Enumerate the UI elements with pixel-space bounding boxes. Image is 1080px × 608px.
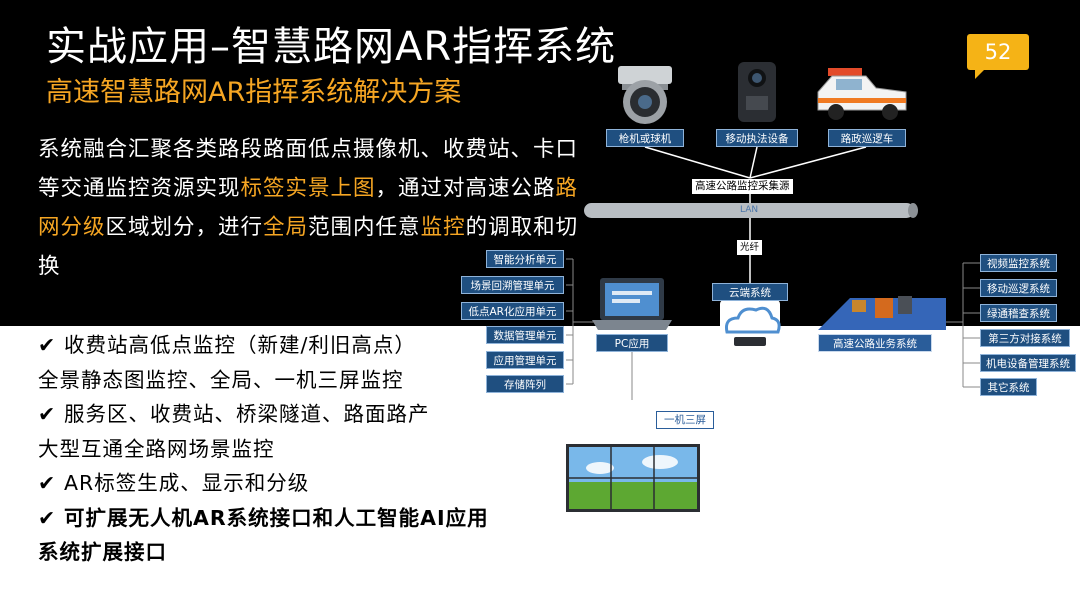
- check-icon: ✔: [38, 505, 57, 530]
- feature-4-line-2: 系统扩展接口: [38, 540, 167, 564]
- page-subtitle: 高速智慧路网AR指挥系统解决方案: [46, 77, 462, 108]
- dome-camera-icon: [618, 66, 672, 124]
- device-label-patrol-car: 路政巡逻车: [828, 129, 906, 147]
- feature-item-4-cont: 系统扩展接口: [38, 535, 578, 570]
- feature-item-1-cont: 全景静态图监控、全局、一机三屏监控: [38, 363, 578, 398]
- intro-text-1: 系统融合汇聚各类路段路面低点摄像机、收费站、卡口等交通监控资源实现: [38, 137, 579, 201]
- intro-highlight-2: 路网分级: [38, 176, 579, 240]
- feature-item-4: ✔ 可扩展无人机AR系统接口和人工智能AI应用: [38, 501, 578, 536]
- system-other: 其它系统: [980, 378, 1037, 396]
- check-icon: ✔: [38, 471, 57, 495]
- lan-bus: [584, 203, 918, 218]
- feature-item-3: ✔ AR标签生成、显示和分级: [38, 466, 578, 501]
- system-third-party: 第三方对接系统: [980, 329, 1070, 347]
- pc-unit-ar-app: 低点AR化应用单元: [461, 302, 564, 320]
- business-scene-icon: [818, 296, 946, 330]
- fiber-label: 光纤: [737, 240, 763, 255]
- pc-unit-scene-replay: 场景回溯管理单元: [461, 276, 564, 294]
- intro-highlight-3: 全局: [263, 215, 309, 240]
- pc-unit-app-management: 应用管理单元: [486, 351, 564, 369]
- feature-item-2-cont: 大型互通全路网场景监控: [38, 432, 578, 467]
- feature-2-line-1: 服务区、收费站、桥梁隧道、路面路产: [64, 402, 430, 426]
- feature-4-line-1: 可扩展无人机AR系统接口和人工智能AI应用: [64, 505, 489, 530]
- patrol-car-icon: [817, 68, 907, 120]
- body-camera-icon: [738, 62, 776, 122]
- system-green-channel: 绿通稽查系统: [980, 304, 1057, 322]
- lan-label: LAN: [740, 205, 759, 215]
- check-icon: ✔: [38, 402, 57, 426]
- feature-list: ✔ 收费站高低点监控（新建/利旧高点） 全景静态图监控、全局、一机三屏监控 ✔ 服务…: [38, 328, 578, 570]
- feature-item-1: ✔ 收费站高低点监控（新建/利旧高点）: [38, 328, 578, 363]
- intro-highlight-1: 标签实景上图: [240, 176, 376, 201]
- header-band: [0, 0, 1080, 326]
- cloud-server-icon: [720, 300, 781, 348]
- feature-1-line-2: 全景静态图监控、全局、一机三屏监控: [38, 367, 404, 392]
- check-icon: ✔: [38, 333, 57, 357]
- feature-1-line-1: 收费站高低点监控（新建/利旧高点）: [64, 333, 416, 357]
- pc-unit-data-management: 数据管理单元: [486, 326, 564, 344]
- intro-paragraph: 系统融合汇聚各类路段路面低点摄像机、收费站、卡口等交通监控资源实现标签实景上图，…: [38, 130, 583, 286]
- intro-text-5: 的调取和切换: [38, 215, 579, 279]
- laptop-icon: [592, 278, 672, 330]
- pc-unit-smart-analysis: 智能分析单元: [486, 250, 564, 268]
- intro-text-2: ，通过对高速公路: [375, 176, 556, 201]
- intro-highlight-4: 监控: [420, 215, 466, 240]
- system-video-monitoring: 视频监控系统: [980, 254, 1057, 272]
- page-title: 实战应用–智慧路网AR指挥系统: [46, 24, 617, 70]
- intro-text-3: 区域划分，进行: [105, 215, 264, 240]
- pc-unit-storage-array: 存储阵列: [486, 375, 564, 393]
- one-machine-three-screens-label: 一机三屏: [656, 411, 714, 429]
- page-number-badge: 52: [967, 34, 1029, 79]
- cloud-system-label: 云端系统: [712, 283, 788, 301]
- system-equipment-management: 机电设备管理系统: [980, 354, 1076, 372]
- device-label-mobile-enforcement: 移动执法设备: [716, 129, 798, 147]
- feature-item-2: ✔ 服务区、收费站、桥梁隧道、路面路产: [38, 397, 578, 432]
- device-label-camera: 枪机或球机: [606, 129, 684, 147]
- pc-app-label: PC应用: [596, 334, 668, 352]
- intro-text-4: 范围内任意: [308, 215, 421, 240]
- system-mobile-patrol: 移动巡逻系统: [980, 279, 1057, 297]
- feature-3-line-1: AR标签生成、显示和分级: [64, 471, 310, 495]
- collector-label: 高速公路监控采集源: [692, 179, 793, 194]
- video-wall-icon: [566, 444, 700, 512]
- feature-2-line-2: 大型互通全路网场景监控: [38, 436, 275, 461]
- business-system-label: 高速公路业务系统: [818, 334, 932, 352]
